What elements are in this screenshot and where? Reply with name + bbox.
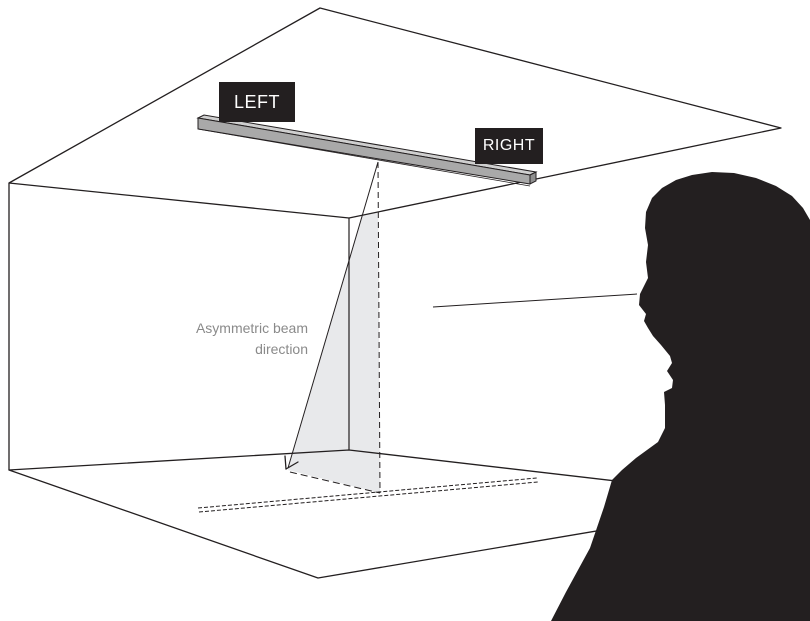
- beam-edge-line: [287, 161, 379, 469]
- linear-luminaire: [196, 114, 538, 187]
- floor-dashed-line: [289, 471, 381, 494]
- ceiling-plane: [8, 7, 782, 219]
- annotation-line-1: Asymmetric beam: [195, 320, 308, 336]
- right-label: RIGHT: [475, 128, 543, 164]
- person-silhouette-icon: [551, 172, 810, 621]
- floor-projection-dashed: [197, 477, 539, 513]
- beam-cone: [288, 160, 380, 493]
- annotation-line-2: direction: [255, 341, 308, 357]
- arrow-down-left-icon: [284, 455, 299, 470]
- vertical-dashed-line: [377, 161, 381, 494]
- left-label: LEFT: [219, 82, 295, 122]
- leader-line: [432, 293, 638, 308]
- beam-direction-annotation: Asymmetric beam direction: [168, 318, 308, 360]
